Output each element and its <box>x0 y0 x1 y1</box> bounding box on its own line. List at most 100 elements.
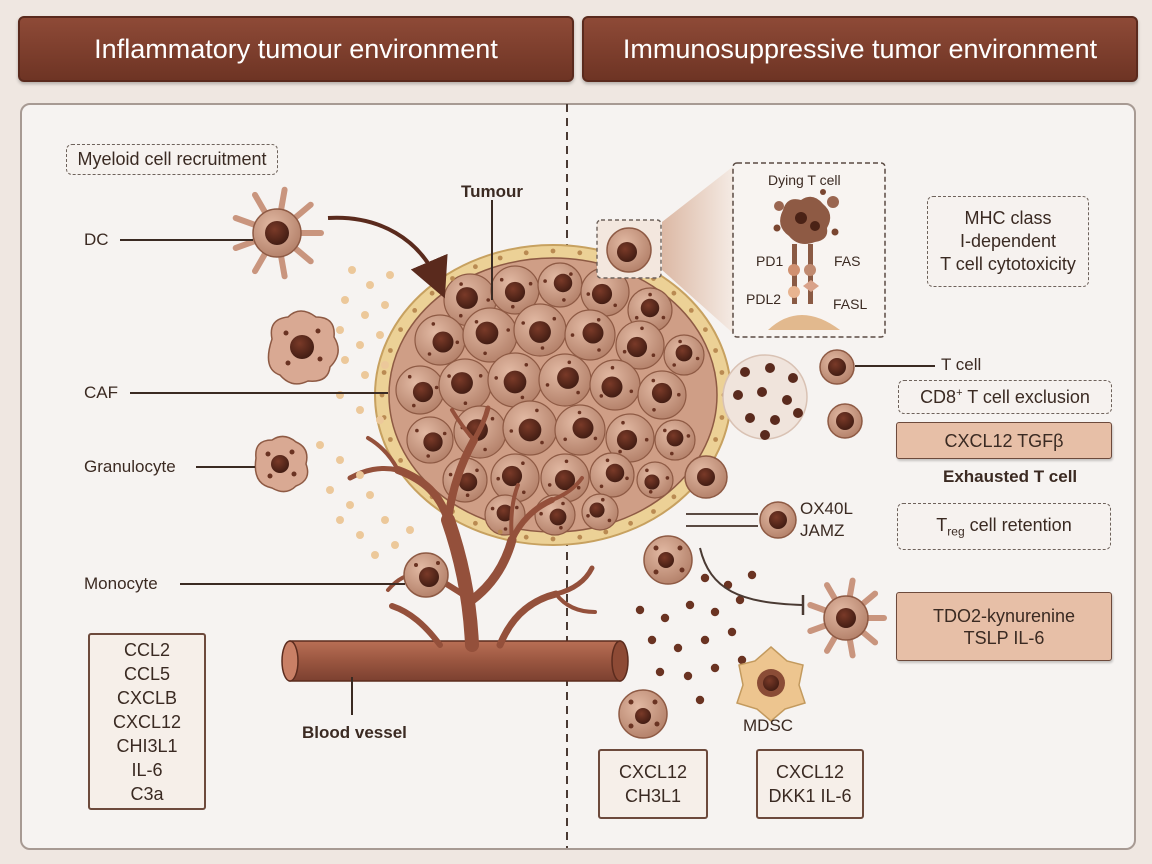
particle <box>376 416 384 424</box>
halo-dot <box>381 370 387 375</box>
vessel-branches <box>347 405 597 652</box>
particle <box>356 341 364 349</box>
right-factors-box-b: CXCL12 DKK1 IL-6 <box>756 749 864 819</box>
halo-dot <box>719 415 725 420</box>
particle <box>336 456 344 464</box>
halo-dot <box>550 248 556 254</box>
halo-dot <box>473 264 478 270</box>
particle <box>683 671 693 681</box>
particle <box>745 413 755 423</box>
recruitment-arrow <box>327 215 448 299</box>
cxcl12-tgfb-label: CXCL12 TGFβ <box>944 430 1064 451</box>
tumour-cell <box>564 309 616 361</box>
header-immunosuppressive: Immunosuppressive tumor environment <box>582 16 1138 82</box>
monocyte-cell <box>403 552 449 598</box>
particle <box>386 271 394 279</box>
header-right-title: Immunosuppressive tumor environment <box>622 33 1098 64</box>
halo-dot <box>450 276 455 281</box>
granular-cell-right-2 <box>618 689 668 739</box>
particle <box>361 311 369 319</box>
halo-dot <box>651 509 656 514</box>
halo-dot <box>473 520 478 526</box>
granular-cell-right-1 <box>643 535 693 585</box>
halo-dot <box>671 290 677 296</box>
particle <box>673 643 683 653</box>
exhausted-t-cell <box>684 455 728 499</box>
dying-t-cell-inset <box>732 162 886 338</box>
blood-vessel-shape <box>281 640 629 682</box>
tdo2-box: TDO2-kynurenine TSLP IL-6 <box>896 592 1112 661</box>
halo-dot <box>497 255 503 261</box>
caf-label: CAF <box>84 383 118 402</box>
caf-cell-left <box>267 310 339 385</box>
tumour-cell <box>540 453 590 503</box>
cxcl12-tgfb-box: CXCL12 TGFβ <box>896 422 1112 459</box>
tdo2-line-2: TSLP IL-6 <box>963 627 1045 648</box>
zoom-source-cell <box>596 219 662 279</box>
tumour-cell <box>406 416 454 464</box>
particle <box>406 526 414 534</box>
halo-dot <box>523 250 529 256</box>
particle <box>316 441 324 449</box>
factor-item: CHI3L1 <box>116 735 178 756</box>
particle <box>366 281 374 289</box>
tumour-cell <box>581 493 619 531</box>
mhc-line-3: T cell cytotoxicity <box>940 254 1076 274</box>
zoom-cone <box>662 165 735 335</box>
tumour-cell <box>414 314 466 366</box>
leader-lines <box>120 200 935 715</box>
particle <box>376 331 384 339</box>
chemokine-particles-left <box>316 266 414 559</box>
halo-dot <box>550 536 556 542</box>
exclusion-cell <box>722 354 808 440</box>
tumour-cell <box>636 461 674 499</box>
right-factors-box-a: CXCL12 CH3L1 <box>598 749 708 819</box>
factor-item: CCL2 <box>123 639 170 660</box>
mhc-line-2: I-dependent <box>959 231 1057 251</box>
tumour-cell <box>537 262 583 308</box>
tumour-cell <box>637 370 687 420</box>
factor-item: CCL5 <box>123 663 170 684</box>
header-inflammatory: Inflammatory tumour environment <box>18 16 574 82</box>
particle <box>341 356 349 364</box>
box-b-line-2: DKK1 IL-6 <box>768 786 852 806</box>
particle <box>747 570 757 580</box>
tumour-cell <box>538 353 592 407</box>
particle <box>700 635 710 645</box>
tumour-cell <box>490 453 540 503</box>
particle <box>341 296 349 304</box>
particle <box>710 607 720 617</box>
particle <box>356 531 364 539</box>
fasl-label: FASL <box>833 296 868 312</box>
tumour-cell <box>589 452 635 498</box>
halo-dot <box>398 458 403 463</box>
exhausted-t-cell-label: Exhausted T cell <box>943 467 1078 486</box>
tumour-cell <box>490 265 540 315</box>
particle <box>700 573 710 583</box>
pd1-label: PD1 <box>756 253 784 269</box>
tumour-cell <box>534 494 576 536</box>
tumour-label: Tumour <box>461 182 524 201</box>
particle <box>371 551 379 559</box>
halo-dot <box>703 327 708 332</box>
particle <box>740 367 750 377</box>
dc-label: DC <box>84 230 109 249</box>
t-cell <box>819 349 855 385</box>
particle <box>765 363 775 373</box>
particle <box>635 605 645 615</box>
dc-cell <box>232 186 324 280</box>
tumour-cell <box>554 404 606 456</box>
t-cell-label: T cell <box>941 355 982 374</box>
pdl2-label: PDL2 <box>746 291 782 307</box>
treg-retention-box: Treg cell retention <box>897 503 1111 550</box>
tdo2-line-1: TDO2-kynurenine <box>932 605 1076 626</box>
tumour-cell <box>589 359 641 411</box>
particle <box>336 326 344 334</box>
particle <box>760 430 770 440</box>
particle <box>381 516 389 524</box>
particle <box>788 373 798 383</box>
factor-item: CXCLB <box>116 687 177 708</box>
blood-vessel-label: Blood vessel <box>302 723 407 742</box>
particle <box>710 663 720 673</box>
